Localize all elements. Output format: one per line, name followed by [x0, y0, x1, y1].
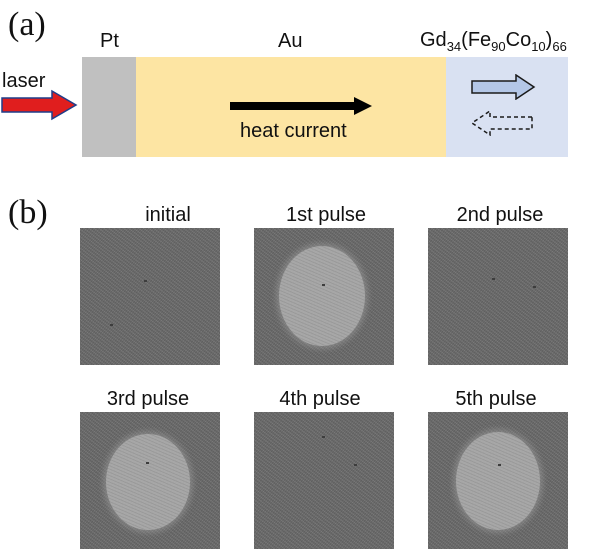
heat-current-arrow-icon: [230, 97, 372, 115]
panel-b-label: (b): [8, 194, 48, 231]
reversed-domain: [456, 432, 540, 530]
kerr-image-3rd-pulse: [80, 412, 220, 549]
kerr-image-4th-pulse: [254, 412, 394, 549]
laser-arrow-icon: [1, 89, 78, 121]
image-label-4th-pulse: 4th pulse: [279, 388, 361, 410]
image-label-5th-pulse: 5th pulse: [455, 388, 537, 410]
kerr-image-2nd-pulse: [428, 228, 568, 365]
pt-layer: [82, 57, 136, 157]
au-layer-label: Au: [278, 30, 303, 52]
image-label-3rd-pulse: 3rd pulse: [106, 388, 190, 410]
kerr-image-5th-pulse: [428, 412, 568, 549]
kerr-image-1st-pulse: [254, 228, 394, 365]
gdfeco-layer: [446, 57, 568, 157]
magnetization-left-dashed-arrow-icon: [470, 110, 533, 136]
panel-a-label: (a): [8, 6, 46, 43]
pt-layer-label: Pt: [100, 30, 119, 52]
reversed-domain: [106, 434, 190, 530]
image-label-1st-pulse: 1st pulse: [285, 204, 367, 226]
kerr-image-initial: [80, 228, 220, 365]
magnetization-right-arrow-icon: [471, 74, 536, 100]
reversed-domain: [279, 246, 365, 346]
image-label-initial: initial: [145, 204, 191, 226]
laser-label: laser: [2, 70, 46, 92]
gdfeco-layer-label: Gd34(Fe90Co10)66: [420, 29, 567, 54]
image-label-2nd-pulse: 2nd pulse: [456, 204, 544, 226]
heat-current-label: heat current: [240, 120, 347, 142]
